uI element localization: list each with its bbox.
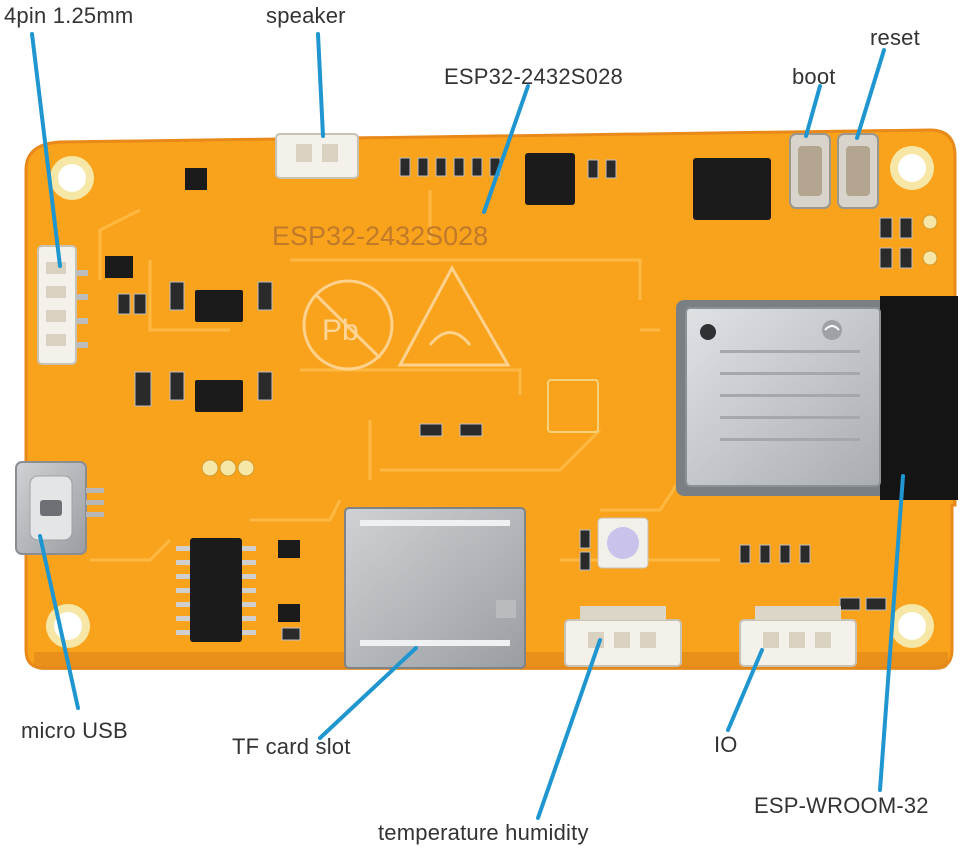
esp-wroom-32-module [676,296,958,500]
esd-warning-icon [397,264,511,367]
mounting-hole-bottom-left [46,604,90,648]
callout-line-speaker [316,32,325,138]
callout-lines [30,32,905,820]
soic-pins [176,546,256,635]
wifi-logo-icon [824,325,840,331]
callout-line-4pin [30,32,62,268]
pad-vias [201,214,938,477]
label-tf-card-slot: TF card slot [232,734,351,759]
io-connector [739,606,857,667]
callout-line-reset [855,48,886,140]
reset-button-part [837,133,879,209]
mounting-hole-top-right [890,146,934,190]
label-micro-usb: micro USB [21,718,128,743]
pcb-board [24,128,957,670]
silkscreen-board-name: ESP32-2432S028 [272,221,488,251]
label-4pin-connector: 4pin 1.25mm [4,3,134,28]
callout-line-boot [804,84,822,138]
lead-free-label: Pb [322,314,359,347]
callout-line-board-model [482,84,530,214]
temperature-humidity-connector [564,606,682,667]
tf-card-slot [344,507,526,669]
lead-free-icon [302,279,394,371]
boot-button-part [789,133,831,209]
mounting-holes [46,146,934,648]
label-speaker: speaker [266,3,346,28]
callout-line-temp-humidity [536,638,602,820]
label-reset: reset [870,25,920,50]
label-esp-wroom-32: ESP-WROOM-32 [754,793,929,818]
callout-line-tf-card [318,646,418,740]
micro-usb-port [15,461,104,555]
label-io: IO [714,732,738,757]
callout-line-micro-usb [38,534,80,710]
speaker-connector [275,133,359,179]
passive-components [117,157,913,641]
label-boot: boot [792,64,836,89]
mounting-hole-bottom-right [890,604,934,648]
label-board-model: ESP32-2432S028 [444,64,623,89]
small-ics [105,153,771,642]
callout-line-esp-module [878,474,905,792]
label-temperature-humidity: temperature humidity [378,820,589,845]
mounting-hole-top-left [50,156,94,200]
callout-line-io [726,648,764,732]
rgb-led [597,517,649,569]
